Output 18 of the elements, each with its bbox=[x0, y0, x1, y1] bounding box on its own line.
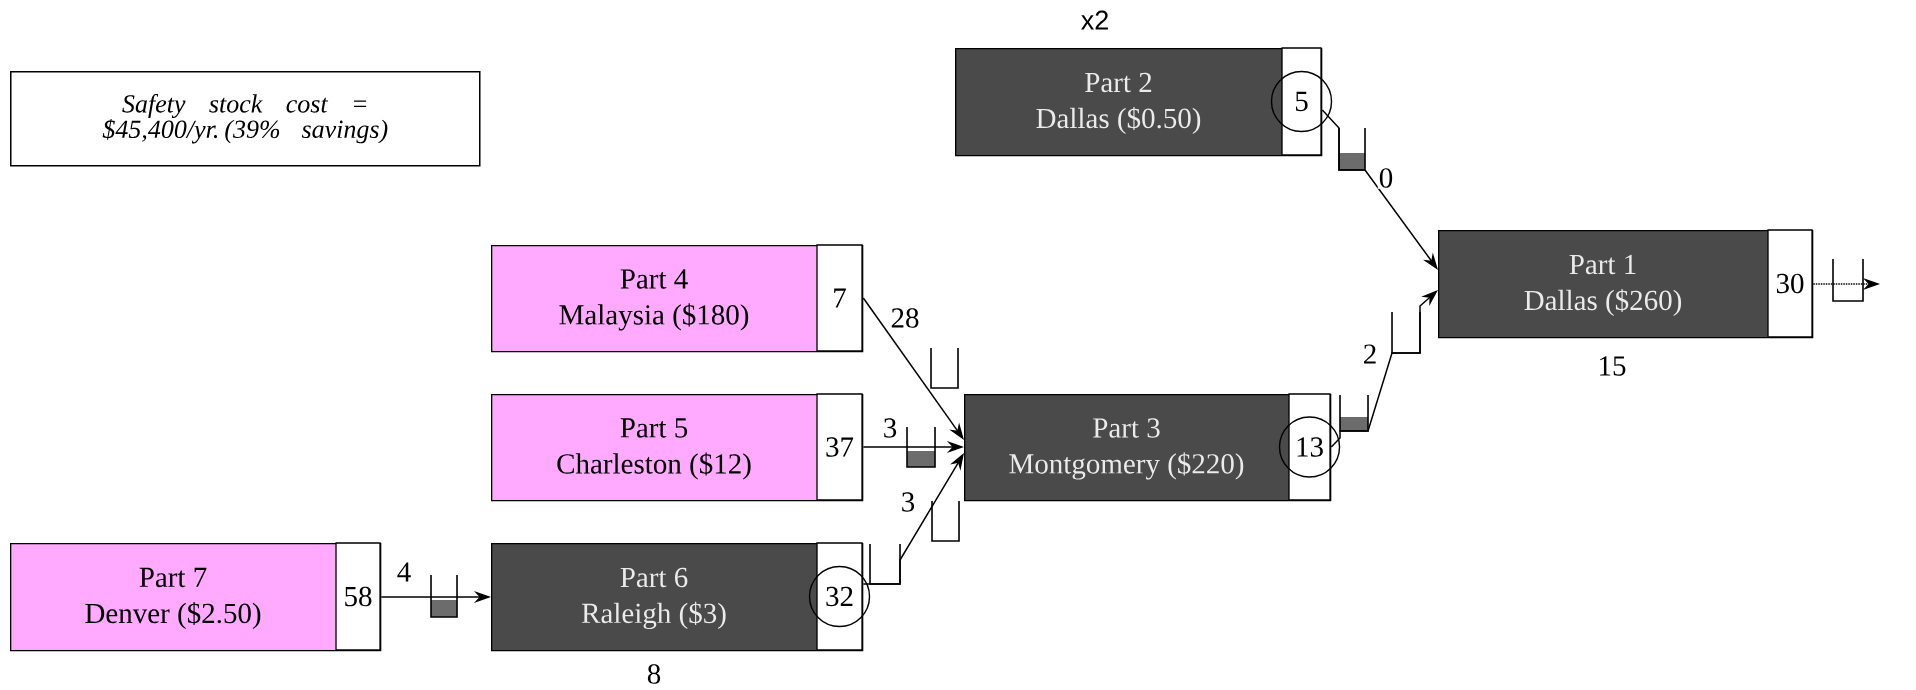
edge-label: 3 bbox=[902, 492, 915, 512]
time-cell: 5 bbox=[1270, 47, 1333, 156]
edge-label: 4 bbox=[397, 562, 411, 582]
edge-label: 2 bbox=[1364, 344, 1376, 364]
time-cell: 58 bbox=[335, 542, 381, 651]
time-cell: 37 bbox=[816, 393, 863, 501]
arrow bbox=[1330, 290, 1438, 448]
time-cell: 32 bbox=[808, 542, 871, 651]
quantity-label: 8 bbox=[647, 664, 661, 684]
note-box: Safety stock cost = $45,400/yr. (39% savings) bbox=[10, 71, 481, 167]
time-cell: 13 bbox=[1278, 393, 1341, 501]
edge-label: 0 bbox=[1379, 168, 1393, 188]
quantity-label: x2 bbox=[1081, 10, 1108, 30]
time-cell: 7 bbox=[816, 244, 863, 352]
time-cell: 30 bbox=[1767, 229, 1813, 338]
edge-label: 3 bbox=[884, 418, 897, 438]
quantity-label: 15 bbox=[1600, 356, 1626, 376]
edge-label: 28 bbox=[891, 308, 919, 328]
